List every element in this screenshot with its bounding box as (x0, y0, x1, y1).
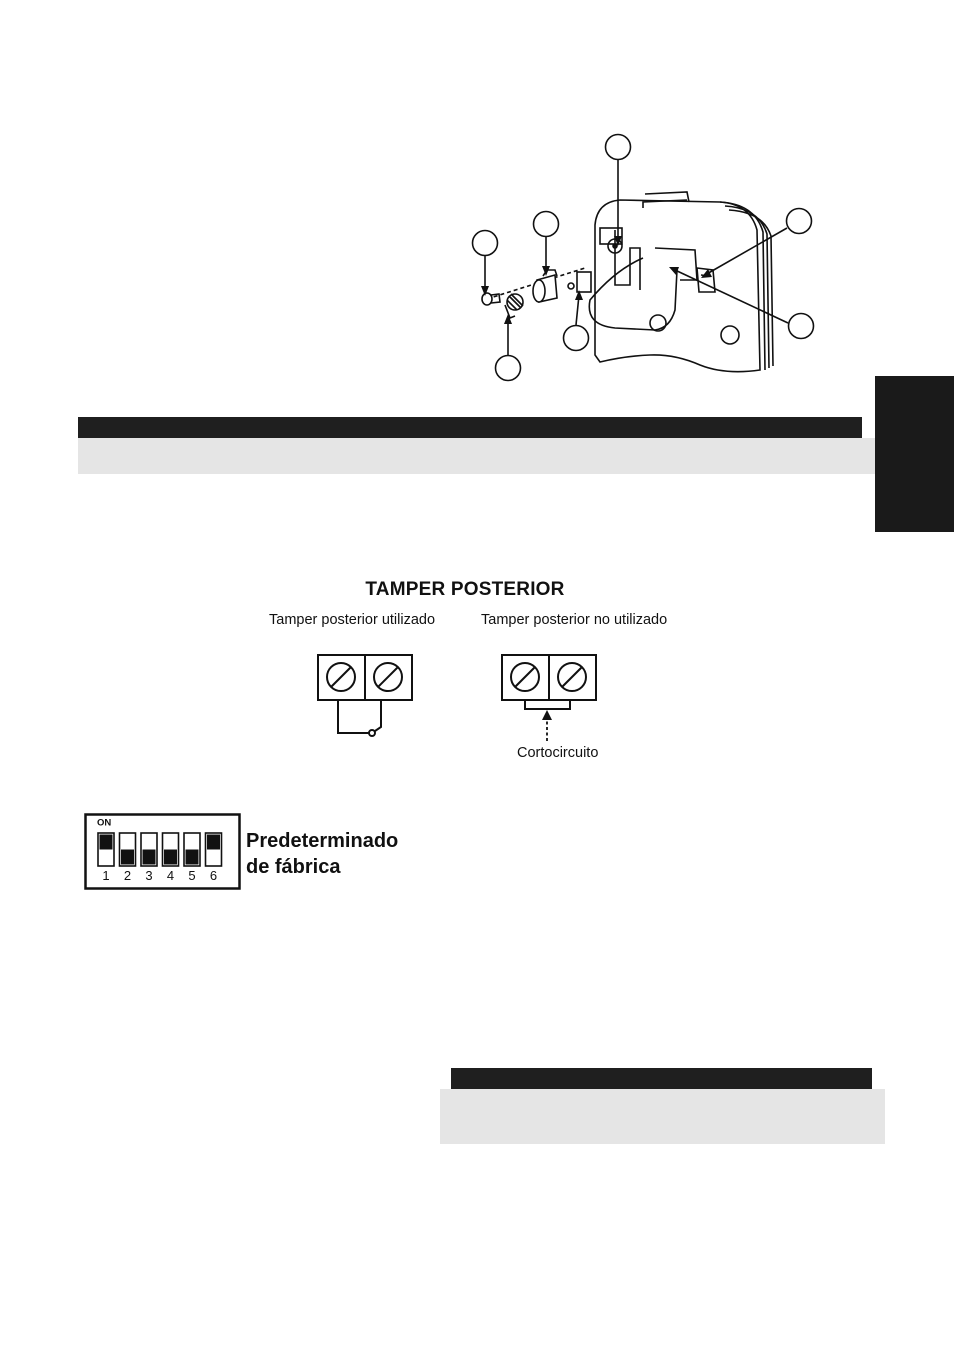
terminal-block-unused (501, 654, 597, 741)
dip-switch-number-4: 4 (167, 868, 174, 883)
dip-switch-1-knob (99, 834, 113, 850)
section-header-bar-lower (451, 1068, 872, 1089)
callout-circle-upper-right (785, 207, 813, 235)
dip-switch-5-knob (185, 849, 199, 865)
tamper-used-label: Tamper posterior utilizado (269, 612, 436, 628)
callout-circle-lower-right (787, 312, 815, 340)
tamper-title: TAMPER POSTERIOR (365, 579, 565, 600)
terminal-screw-left-icon (510, 662, 540, 692)
section-subheader-bar-lower (440, 1089, 885, 1144)
dip-switch-3-knob (142, 849, 156, 865)
terminal-screw-left-icon (326, 662, 356, 692)
dip-switch-number-6: 6 (210, 868, 217, 883)
factory-caption-line1: Predeterminado (246, 830, 399, 852)
arrow-up-icon (542, 710, 552, 720)
dip-switch-number-2: 2 (124, 868, 131, 883)
callout-circle-anchor (494, 354, 522, 382)
short-circuit-label: Cortocircuito (517, 745, 599, 761)
terminal-block-used (317, 654, 413, 737)
dip-switch-6-knob (207, 834, 220, 850)
section-side-tab (875, 376, 954, 532)
factory-default-caption: Predeterminado de fábrica (246, 828, 398, 880)
dip-switch-4-knob (164, 849, 177, 865)
tamper-unused-label: Tamper posterior no utilizado (481, 612, 668, 628)
factory-caption-line2: de fábrica (246, 856, 341, 878)
mounting-diagram (471, 133, 815, 382)
section-subheader-bar (78, 438, 875, 474)
callout-circle-screw-left (471, 229, 499, 257)
dip-switch-number-3: 3 (145, 868, 152, 883)
dip-switch-2-knob (121, 849, 134, 865)
callout-circle-top (604, 133, 632, 161)
dip-on-label: ON (97, 818, 111, 829)
terminal-screw-right-icon (373, 662, 403, 692)
section-header-bar (78, 417, 862, 438)
dip-switch-number-5: 5 (188, 868, 195, 883)
terminal-screw-right-icon (557, 662, 587, 692)
dip-switch-number-1: 1 (102, 868, 109, 883)
callout-circle-bushing (532, 210, 560, 238)
callout-circle-spring (562, 324, 590, 352)
